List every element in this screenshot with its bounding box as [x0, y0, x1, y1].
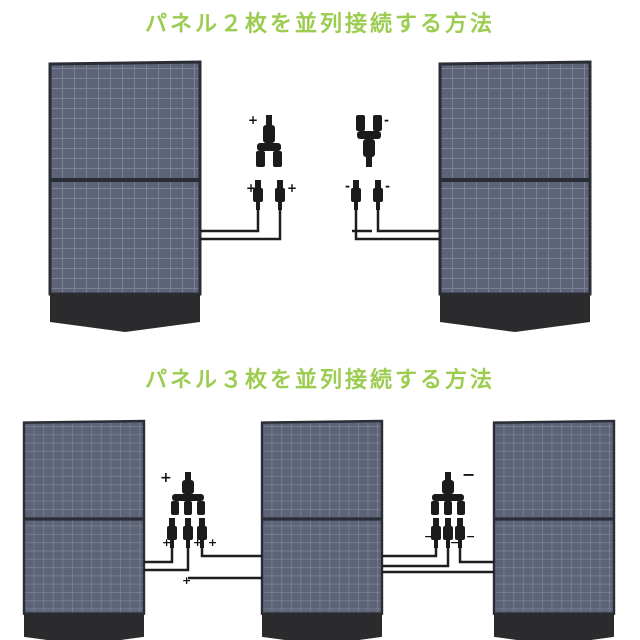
section-two-title: パネル２枚を並列接続する方法 — [144, 12, 495, 37]
solar-panel-icon — [22, 419, 146, 640]
negative-sign: − — [466, 530, 475, 543]
y-branch-connector-icon — [171, 472, 205, 515]
positive-sign: + — [287, 181, 297, 195]
solar-panel-icon — [438, 60, 592, 334]
y-branch-connector-icon — [431, 472, 465, 515]
mc4-plug-icon — [183, 518, 193, 548]
mc4-plug-icon — [351, 180, 361, 210]
section-three-title: パネル３枚を並列接続する方法 — [144, 368, 495, 393]
solar-panel-icon — [492, 419, 616, 640]
positive-sign: + — [162, 536, 171, 549]
negative-sign: - — [385, 179, 390, 193]
positive-sign: + — [182, 574, 191, 587]
positive-sign: + — [248, 113, 258, 127]
solar-panel-icon — [260, 419, 384, 640]
positive-sign: + — [160, 470, 172, 486]
mc4-plug-icon — [275, 180, 285, 210]
positive-sign: + — [193, 536, 202, 549]
y-branch-connector-icon — [356, 115, 382, 167]
mc4-plug-icon — [373, 180, 383, 210]
negative-sign: − — [450, 536, 459, 549]
solar-panel-icon — [48, 60, 202, 334]
negative-sign: - — [345, 179, 350, 193]
cable-positive — [200, 210, 440, 241]
cable-bundle — [144, 546, 494, 580]
negative-sign: − — [462, 465, 475, 484]
positive-sign: + — [246, 181, 256, 195]
negative-sign: - — [384, 113, 389, 127]
negative-sign: − — [424, 530, 433, 543]
y-branch-connector-icon — [256, 115, 282, 167]
positive-sign: + — [208, 536, 217, 549]
